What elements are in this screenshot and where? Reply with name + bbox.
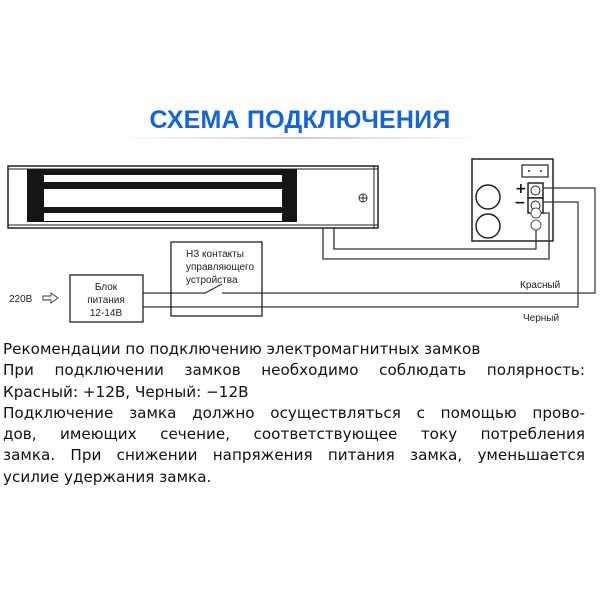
notes-line: замка. При снижении напряжения питания з… xyxy=(3,446,585,465)
red-wire-label: Красный xyxy=(520,280,560,291)
notes-line: усилие удержания замка. xyxy=(3,467,212,486)
notes-line: Красный: +12В, Черный: −12В xyxy=(3,382,249,401)
svg-text:НЗ контакты: НЗ контакты xyxy=(186,249,244,260)
nc-contacts-box: НЗ контакты управляющего устройства xyxy=(170,241,263,317)
black-wire-label: Черный xyxy=(523,313,559,324)
screw-icon xyxy=(358,193,368,203)
svg-text:12-14В: 12-14В xyxy=(90,308,123,319)
arrow-right-icon xyxy=(42,292,59,304)
svg-text:управляющего: управляющего xyxy=(186,262,254,273)
magnetic-lock xyxy=(7,165,379,229)
svg-text:питания: питания xyxy=(87,295,125,306)
terminal-box: + − xyxy=(471,158,554,242)
wiring-diagram: + − НЗ контакты управляющего устройства … xyxy=(7,158,596,324)
connection-notes: Рекомендации по подключению электромагни… xyxy=(3,339,585,488)
lock-wires xyxy=(322,212,550,260)
plus-terminal-label: + xyxy=(515,181,527,197)
diagram-title: СХЕМА ПОДКЛЮЧЕНИЯ xyxy=(149,106,451,134)
title-divider xyxy=(120,137,480,139)
minus-terminal-label: − xyxy=(514,195,526,211)
notes-line: Подключение замка должно осуществляться … xyxy=(3,403,585,422)
input-voltage-label: 220В xyxy=(9,294,33,305)
power-supply-box: Блок питания 12-14В xyxy=(69,274,144,323)
supply-wires xyxy=(143,187,596,308)
svg-text:Блок: Блок xyxy=(95,282,118,293)
notes-line: При подключении замков необходимо соблюд… xyxy=(3,361,585,380)
notes-heading: Рекомендации по подключению электромагни… xyxy=(3,340,481,358)
notes-line: дов, имеющих сечение, соответствующее то… xyxy=(3,425,585,444)
svg-text:устройства: устройства xyxy=(186,275,238,286)
